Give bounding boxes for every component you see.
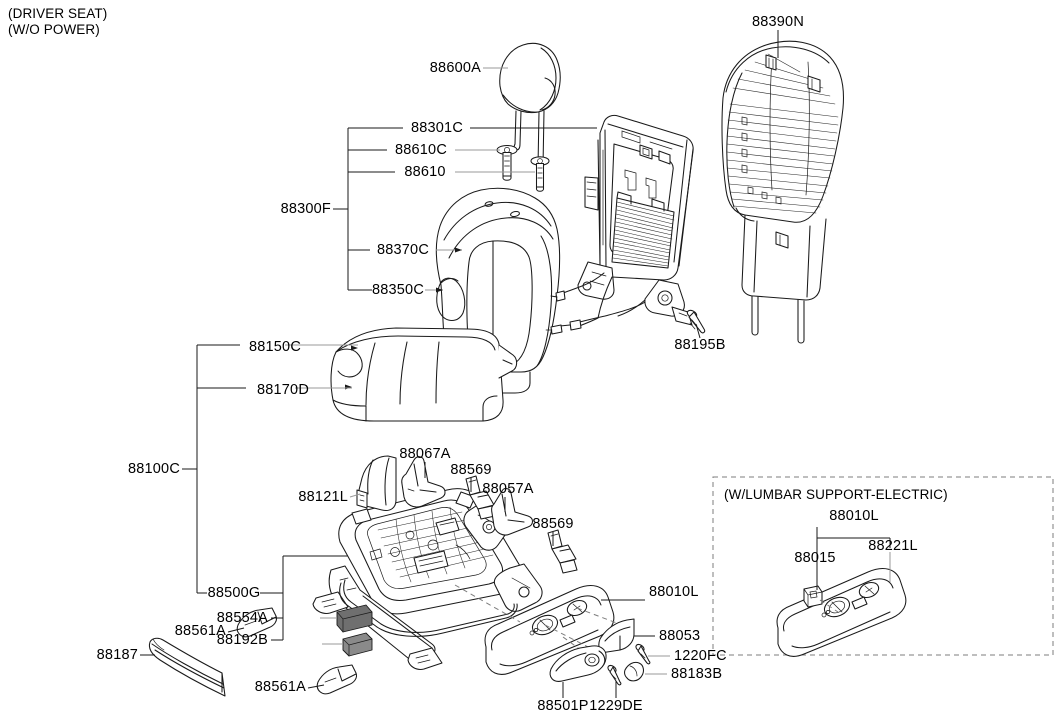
pads-group [336,604,373,657]
callout-handle: 88501P [537,698,589,714]
trim-88187-part [148,637,226,697]
back-board-part [721,40,844,344]
callout-pad-88192b: 88192B [216,632,268,648]
handle-88501p-part [549,645,607,682]
inset-side-shield-part [776,568,907,657]
callout-inset-shield: 88010L [829,508,879,524]
callout-cushion-pad: 88170D [257,382,309,398]
callout-trim-88187: 88187 [96,647,138,663]
callout-cushion-cover: 88150C [249,339,301,355]
callout-pad-88554a: 88554A [216,610,268,626]
callout-clip-left: 88121L [298,489,348,505]
clip-88561a-top-part [236,607,278,638]
callout-shield-outer: 88010L [649,584,699,600]
seat-track-frame-part [312,488,543,670]
seat-back-frame-part [545,114,694,335]
diagram-title: (DRIVER SEAT) (W/O POWER) [8,6,107,37]
callout-headrest-guide: 88610 [404,164,446,180]
back-frame-spring-mat [611,191,675,269]
callout-headrest: 88600A [429,60,481,76]
callout-bracket-a: 88067A [399,446,451,462]
callout-bracket-b: 88057A [482,481,534,497]
callout-cushion-group: 88100C [128,461,180,477]
callout-cap-small: 88053 [659,628,701,644]
inset-switch-88015-part [803,585,823,608]
diagram-title-line2: (W/O POWER) [8,21,100,37]
clip-88561a-bottom-part [316,664,358,695]
callout-back-pad: 88370C [377,242,429,258]
back-board-clip-row [741,116,782,205]
cap-88183b-part [624,661,644,682]
screw-1229de-part [607,664,622,686]
side-shield-part [454,584,631,675]
callout-screw-1229de: 1229DE [589,698,643,714]
callout-back-assy: 88301C [411,120,463,136]
callout-back-board: 88390N [752,14,804,30]
inset-leader-lines [816,527,891,613]
callout-clip-88561a-bottom: 88561A [254,679,306,695]
callout-track-assy: 88500G [207,585,261,601]
callout-inset-switch: 88015 [794,550,836,566]
callout-back-group: 88300F [280,201,331,217]
lumbar-inset-box [712,476,1054,656]
callout-knob-lower: 88569 [532,516,574,532]
inset-title: (W/LUMBAR SUPPORT-ELECTRIC) [724,487,948,502]
callout-cap-88183b: 88183B [671,666,723,682]
leader-lines [140,30,779,698]
callout-screw-1220fc: 1220FC [674,648,727,664]
callout-knob-upper: 88569 [450,462,492,478]
seat-cushion-part [330,327,518,422]
diagram-title-line1: (DRIVER SEAT) [8,6,108,21]
small-brackets-group [356,455,578,574]
callout-clip-88561a-top: 88561A [174,623,226,639]
headrest-guide-parts [496,144,550,192]
callout-headrest-guide-lock: 88610C [395,142,447,158]
callout-back-cover-side: 88350C [372,282,424,298]
screw-1220fc-part [635,643,651,665]
callout-inset-cover: 88221L [868,538,918,554]
callout-back-bolt: 88195B [674,337,726,353]
